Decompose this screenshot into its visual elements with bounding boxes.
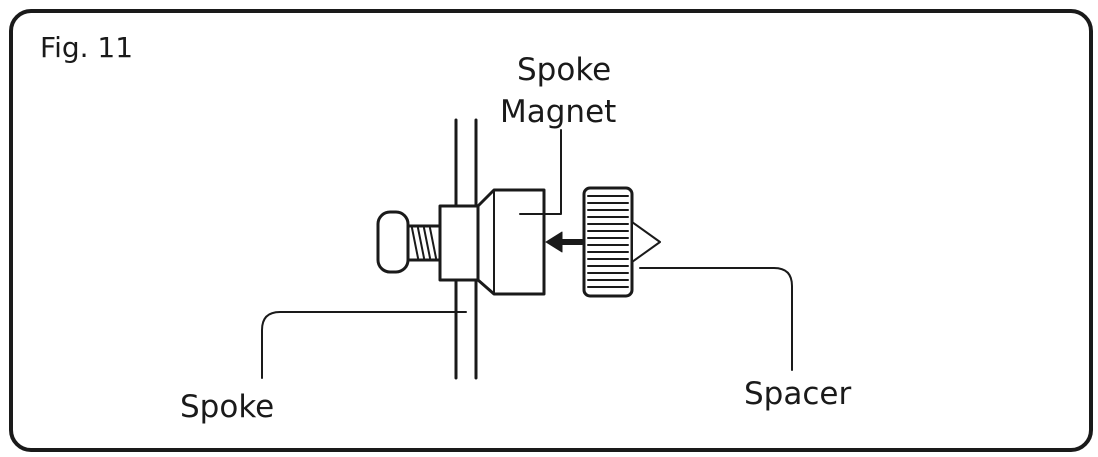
spoke-magnet-label-line2: Magnet bbox=[500, 94, 617, 130]
screw-head bbox=[376, 210, 410, 274]
screw-thread bbox=[406, 224, 442, 262]
spoke-leader bbox=[261, 311, 467, 379]
spacer-label: Spacer bbox=[744, 376, 852, 412]
spoke-magnet-label-line1: Spoke bbox=[517, 52, 612, 88]
spoke-label: Spoke bbox=[180, 389, 275, 425]
spacer-leader bbox=[639, 267, 793, 371]
arrow-left-icon bbox=[545, 231, 585, 253]
magnet-collar bbox=[438, 204, 480, 282]
spoke-magnet-leader bbox=[519, 129, 562, 215]
figure-frame bbox=[9, 9, 1093, 452]
spacer-part bbox=[582, 186, 661, 298]
figure-label: Fig. 11 bbox=[40, 31, 134, 64]
spoke-magnet bbox=[476, 188, 546, 296]
